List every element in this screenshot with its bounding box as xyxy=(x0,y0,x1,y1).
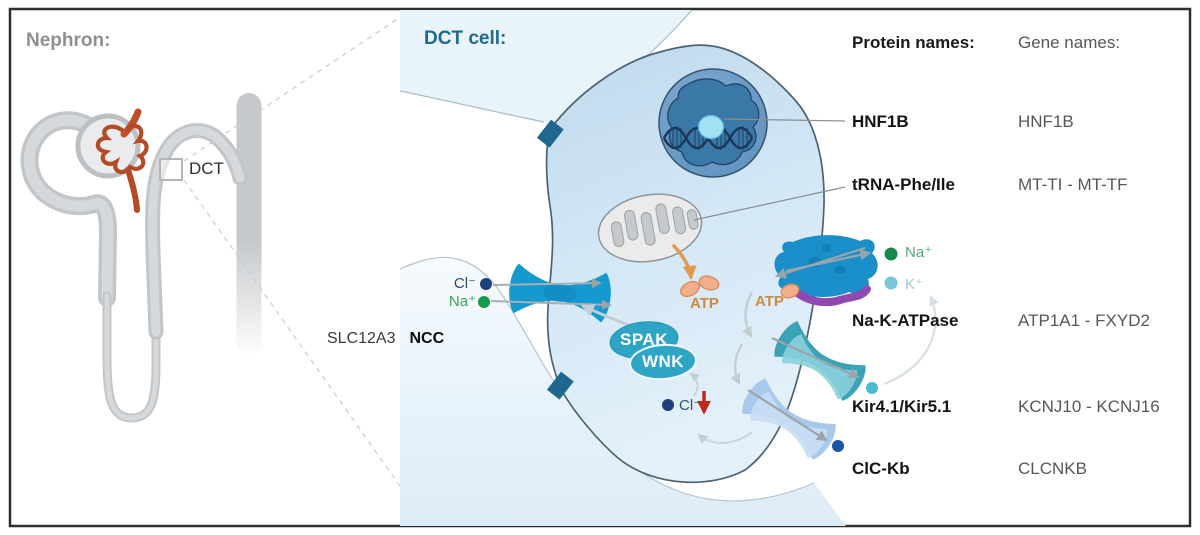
wnk-kinase-label: WNK xyxy=(641,352,685,371)
potassium-import-arrow xyxy=(774,246,866,279)
sodium-ion-icon xyxy=(884,247,898,261)
legend-row: ClC-Kb CLCNKB xyxy=(852,459,1192,479)
dct-segment-label: DCT xyxy=(189,159,224,178)
gene-name: CLCNKB xyxy=(1018,459,1087,478)
protein-names-header: Protein names: xyxy=(852,33,975,52)
basolateral-potassium-label: K⁺ xyxy=(905,276,923,293)
gene-name: MT-TI - MT-TF xyxy=(1018,175,1128,194)
legend-row: HNF1B HNF1B xyxy=(852,112,1192,132)
legend-row: tRNA-Phe/Ile MT-TI - MT-TF xyxy=(852,175,1192,195)
ncc-protein-name: NCC xyxy=(409,330,445,347)
nephron-illustration xyxy=(20,93,262,423)
spak-kinase-label: SPAK xyxy=(620,330,668,349)
nucleus xyxy=(658,68,768,178)
tight-junction-top xyxy=(536,119,564,148)
protein-name: Na-K-ATPase xyxy=(852,311,959,330)
ion-dots xyxy=(478,247,898,452)
potassium-ion-icon xyxy=(866,382,878,394)
chloride-sensing-arrow xyxy=(689,372,700,397)
protein-name: ClC-Kb xyxy=(852,459,910,478)
protein-name: Kir4.1/Kir5.1 xyxy=(852,397,952,416)
chloride-ion-icon xyxy=(480,278,492,290)
zoom-callout-lines xyxy=(183,15,403,487)
chloride-ion-icon xyxy=(662,399,674,411)
kir-potassium-flow-arrow xyxy=(771,336,861,379)
ncc-chloride-flow-arrow xyxy=(492,278,602,289)
atp-molecule-icon xyxy=(780,283,800,299)
cell-panel-title: DCT cell: xyxy=(424,28,507,49)
potassium-flow-arc-1 xyxy=(742,291,754,338)
legend-row: Na-K-ATPase ATP1A1 - FXYD2 xyxy=(852,311,1192,331)
gene-names-header: Gene names: xyxy=(1018,33,1121,52)
dct-marker-box xyxy=(159,158,183,181)
basolateral-sodium-label: Na⁺ xyxy=(905,244,933,261)
legend-row: Kir4.1/Kir5.1 KCNJ10 - KCNJ16 xyxy=(852,397,1192,417)
gene-name: KCNJ10 - KCNJ16 xyxy=(1018,397,1160,416)
potassium-recycling-arc xyxy=(883,295,939,386)
lumen-chloride-label: Cl⁻ xyxy=(453,275,476,292)
hnf1b-callout-line xyxy=(723,118,846,122)
chloride-ion-icon xyxy=(832,440,844,452)
ncc-transporter-label: SLC12A3 NCC xyxy=(327,330,444,348)
loop-of-henle xyxy=(102,291,161,423)
mitochondrion xyxy=(597,193,703,263)
sodium-ion-icon xyxy=(478,296,490,308)
collecting-duct xyxy=(236,93,262,355)
chloride-recycling-arc xyxy=(697,431,753,444)
proximal-tubule xyxy=(20,111,117,307)
ncc-gene-name: SLC12A3 xyxy=(327,330,396,347)
potassium-ion-icon xyxy=(884,276,898,290)
lumen-sodium-label: Na⁺ xyxy=(448,293,476,310)
na-k-atpase-icon xyxy=(774,235,878,307)
ncc-sodium-flow-arrow xyxy=(490,299,612,310)
distal-tubule xyxy=(144,123,248,340)
atp-production-arrow xyxy=(672,244,697,280)
clc-chloride-flow-arrow xyxy=(747,389,828,442)
nephron-panel-title: Nephron: xyxy=(26,30,111,51)
fxyd2-subunit-icon xyxy=(790,285,871,307)
trna-callout-line xyxy=(693,186,846,221)
protein-name: tRNA-Phe/Ile xyxy=(852,175,955,194)
glomerular-vessels xyxy=(95,108,149,213)
atp-label: ATP xyxy=(755,293,784,310)
cytosol-chloride-label: Cl⁻ xyxy=(679,397,702,414)
gene-name: ATP1A1 - FXYD2 xyxy=(1018,311,1150,330)
protein-name: HNF1B xyxy=(852,112,909,131)
gene-name: HNF1B xyxy=(1018,112,1074,131)
atp-label: ATP xyxy=(690,295,719,312)
atp-molecules-icon xyxy=(680,275,720,298)
clc-kb-channel-icon xyxy=(742,378,836,460)
potassium-flow-arc-2 xyxy=(730,343,744,385)
hnf1b-protein-icon xyxy=(697,114,725,140)
spak-wnk-kinases xyxy=(580,304,697,381)
tight-junction-bottom xyxy=(546,371,574,400)
